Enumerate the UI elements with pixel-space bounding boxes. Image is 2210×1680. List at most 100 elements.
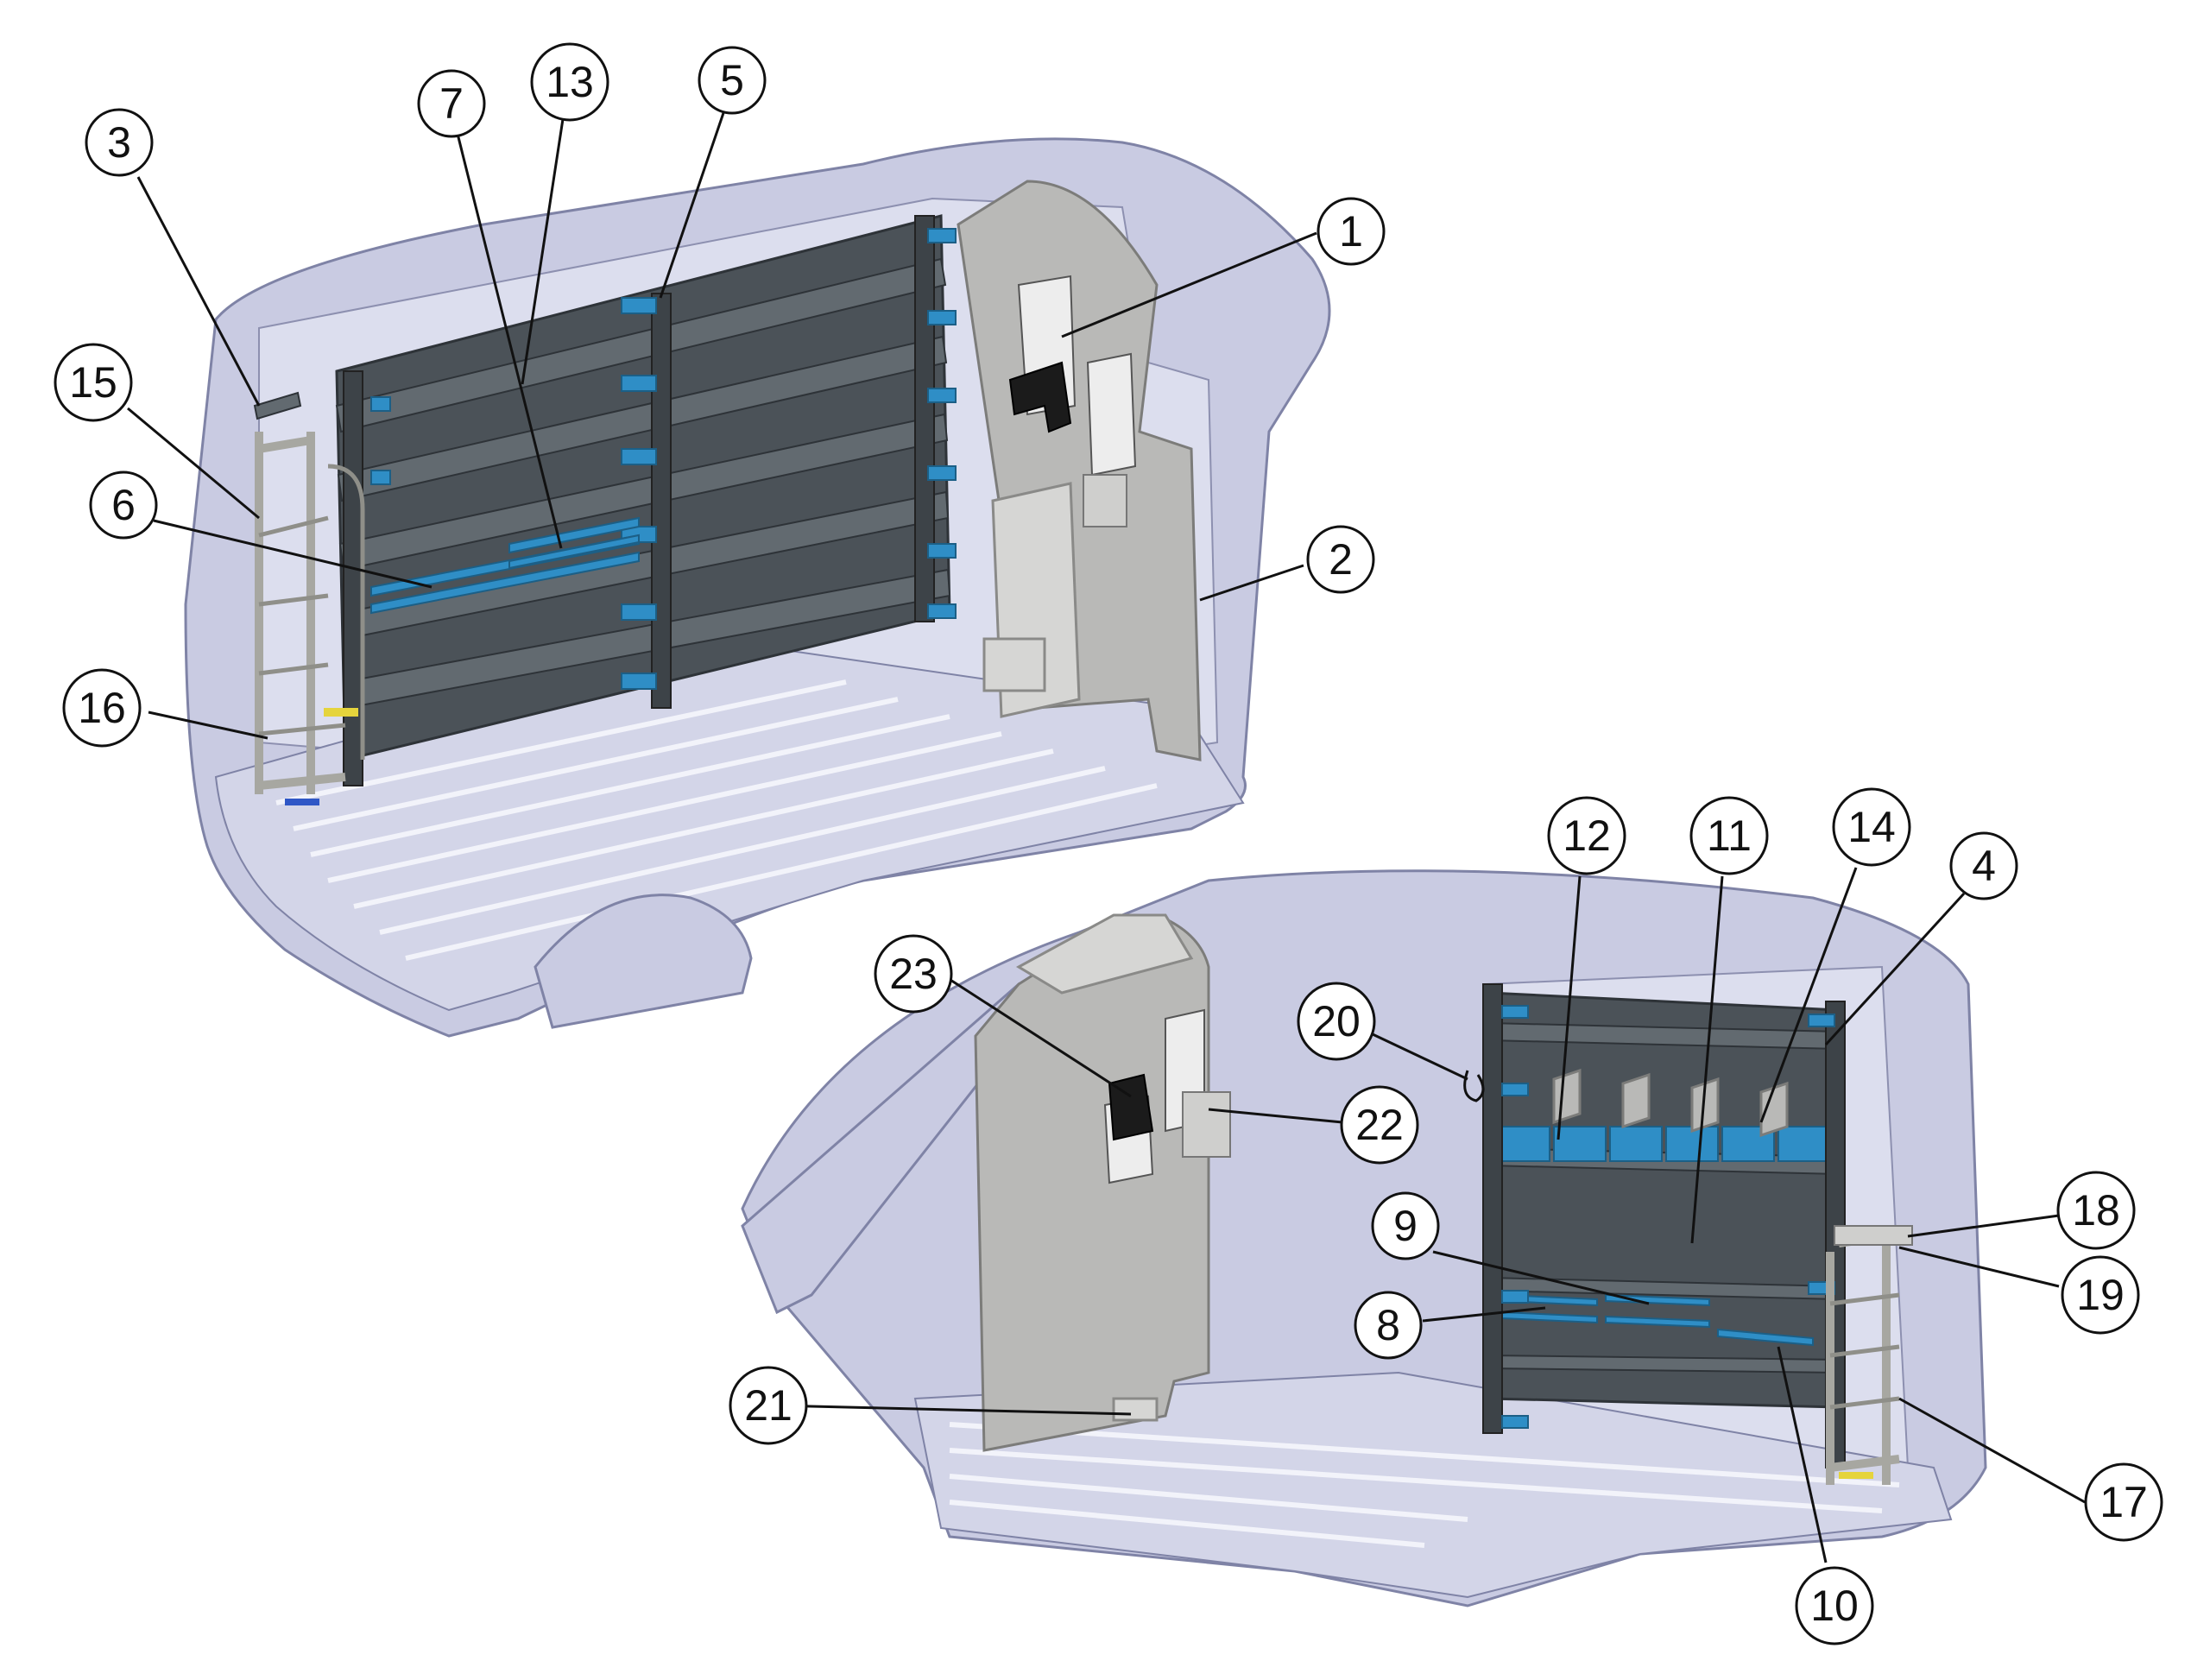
- upper-post-left: [343, 370, 363, 786]
- svg-text:14: 14: [1847, 803, 1896, 851]
- lower-front-pillar: [741, 982, 1038, 1315]
- svg-text:18: 18: [2072, 1186, 2120, 1235]
- callout-21: 21: [729, 1366, 808, 1445]
- leader-18: [1907, 1214, 2060, 1238]
- callout-3: 3: [85, 108, 154, 177]
- callout-19: 19: [2061, 1255, 2140, 1335]
- callout-7: 7: [417, 69, 486, 138]
- callout-10: 10: [1795, 1566, 1874, 1645]
- svg-text:20: 20: [1312, 997, 1361, 1045]
- callout-4: 4: [1949, 831, 2018, 900]
- leader-2: [1199, 564, 1304, 602]
- callout-2: 2: [1306, 525, 1375, 594]
- upper-first-aid-box: [1083, 474, 1127, 527]
- lower-brackets: [1501, 1005, 1835, 1429]
- svg-text:23: 23: [889, 950, 938, 998]
- lower-bulkhead-partition: [974, 913, 1210, 1452]
- leader-4: [1824, 892, 1966, 1046]
- upper-partition-floor-bracket: [982, 637, 1046, 692]
- svg-text:12: 12: [1563, 812, 1611, 860]
- upper-post-right: [914, 215, 935, 622]
- upper-ladder-rack: [255, 432, 365, 805]
- leader-20: [1372, 1033, 1468, 1081]
- lower-first-aid-box: [1182, 1091, 1231, 1158]
- callout-18: 18: [2056, 1171, 2136, 1250]
- leader-19: [1898, 1246, 2060, 1288]
- svg-text:6: 6: [111, 481, 136, 529]
- svg-text:13: 13: [546, 58, 594, 106]
- leader-13: [521, 118, 565, 385]
- leader-23: [940, 972, 1132, 1098]
- svg-text:5: 5: [720, 56, 744, 104]
- svg-text:22: 22: [1355, 1101, 1404, 1149]
- lower-post-left: [1482, 983, 1503, 1434]
- callout-6: 6: [89, 471, 158, 540]
- lower-van-floor: [913, 1371, 1953, 1599]
- lower-partition-top: [1015, 913, 1194, 995]
- leader-1: [1061, 231, 1317, 338]
- leader-22: [1208, 1108, 1343, 1124]
- leader-lines: [127, 107, 2086, 1563]
- lower-ladder-rack: [1826, 1225, 1913, 1485]
- svg-text:9: 9: [1393, 1202, 1418, 1250]
- upper-partition-mesh-right: [1086, 352, 1137, 477]
- callout-5: 5: [698, 46, 767, 115]
- callouts: 1 2 3 4 5 6 7 8 9 10 11 12 13 14 15 16 1…: [54, 42, 2163, 1645]
- callout-23: 23: [874, 934, 953, 1014]
- leader-3: [136, 176, 261, 407]
- leader-16: [148, 711, 268, 740]
- svg-text:15: 15: [69, 358, 117, 407]
- leader-6: [153, 519, 433, 589]
- svg-text:1: 1: [1339, 207, 1363, 256]
- upper-shelves: [335, 257, 951, 710]
- callout-8: 8: [1354, 1291, 1423, 1360]
- upper-fire-extinguisher-mount: [1008, 361, 1072, 433]
- lower-floor-ribs: [949, 1422, 1900, 1548]
- callout-22: 22: [1340, 1085, 1419, 1165]
- svg-text:8: 8: [1376, 1301, 1400, 1349]
- svg-text:21: 21: [744, 1381, 792, 1430]
- svg-text:4: 4: [1972, 842, 1996, 890]
- leader-9: [1432, 1250, 1650, 1305]
- svg-text:3: 3: [107, 118, 131, 167]
- leader-11: [1690, 875, 1724, 1244]
- upper-floor-ribs: [275, 679, 1158, 961]
- leader-17: [1898, 1397, 2086, 1504]
- leader-7: [456, 133, 563, 549]
- svg-text:11: 11: [1707, 812, 1752, 860]
- leader-8: [1422, 1306, 1546, 1323]
- callout-14: 14: [1832, 787, 1911, 867]
- leader-5: [659, 107, 727, 299]
- svg-text:16: 16: [78, 684, 126, 732]
- leader-21: [774, 1404, 1132, 1416]
- upper-divider-rails: [370, 516, 640, 615]
- leader-15: [127, 407, 260, 520]
- callout-16: 16: [62, 668, 142, 748]
- callout-15: 15: [54, 343, 133, 422]
- svg-text:7: 7: [439, 79, 464, 128]
- callout-13: 13: [530, 42, 609, 122]
- leader-10: [1777, 1346, 1828, 1563]
- upper-wheel-arch: [534, 894, 753, 1029]
- callout-17: 17: [2084, 1462, 2163, 1542]
- svg-text:10: 10: [1810, 1582, 1859, 1630]
- lower-hook: [1463, 1070, 1485, 1102]
- leader-14: [1759, 867, 1858, 1123]
- upper-side-bar: [253, 391, 302, 420]
- lower-dividers: [1552, 1068, 1789, 1138]
- lower-partition-floor-bracket: [1112, 1397, 1159, 1422]
- svg-text:17: 17: [2100, 1478, 2148, 1526]
- svg-text:2: 2: [1329, 535, 1353, 584]
- lower-van-view: [741, 869, 1987, 1607]
- leader-12: [1556, 875, 1582, 1140]
- lower-fire-extinguisher-mount: [1108, 1073, 1154, 1141]
- upper-post-middle: [651, 293, 672, 709]
- callout-1: 1: [1317, 197, 1386, 266]
- callout-12: 12: [1547, 796, 1626, 875]
- callout-11: 11: [1689, 796, 1769, 875]
- upper-van-view: [184, 137, 1331, 1038]
- svg-text:19: 19: [2076, 1271, 2125, 1319]
- callout-20: 20: [1297, 982, 1376, 1061]
- callout-9: 9: [1371, 1191, 1440, 1260]
